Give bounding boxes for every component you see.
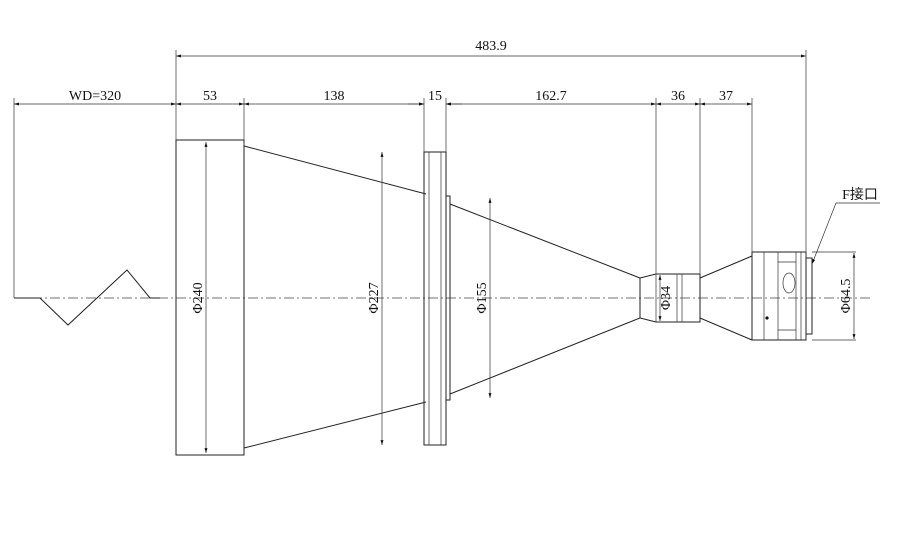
diameter-label: Φ240 (191, 282, 206, 313)
segment-label: 36 (671, 89, 685, 104)
segment-label: 53 (203, 89, 217, 104)
front-barrel (175, 139, 245, 456)
working-distance-label: WD=320 (69, 89, 121, 104)
diameter-label: Φ155 (475, 282, 490, 313)
second-cone (445, 195, 641, 401)
segment-label: 162.7 (535, 89, 567, 104)
extension-lines (13, 50, 856, 341)
mount-body (751, 251, 813, 341)
diameter-label: Φ64.5 (839, 279, 854, 314)
wd-break-line (14, 269, 160, 326)
diameter-label: Φ34 (659, 286, 674, 310)
rear-taper (699, 255, 753, 341)
segment-label: 138 (324, 89, 345, 104)
dimension-lines (14, 54, 880, 453)
mount-label: F接口 (842, 186, 878, 203)
overall-length-label: 483.9 (475, 39, 507, 54)
flange (423, 151, 447, 446)
segment-label: 15 (428, 89, 442, 104)
segment-label: 37 (719, 89, 733, 104)
diameter-label: Φ227 (367, 282, 382, 313)
first-cone (243, 145, 427, 449)
